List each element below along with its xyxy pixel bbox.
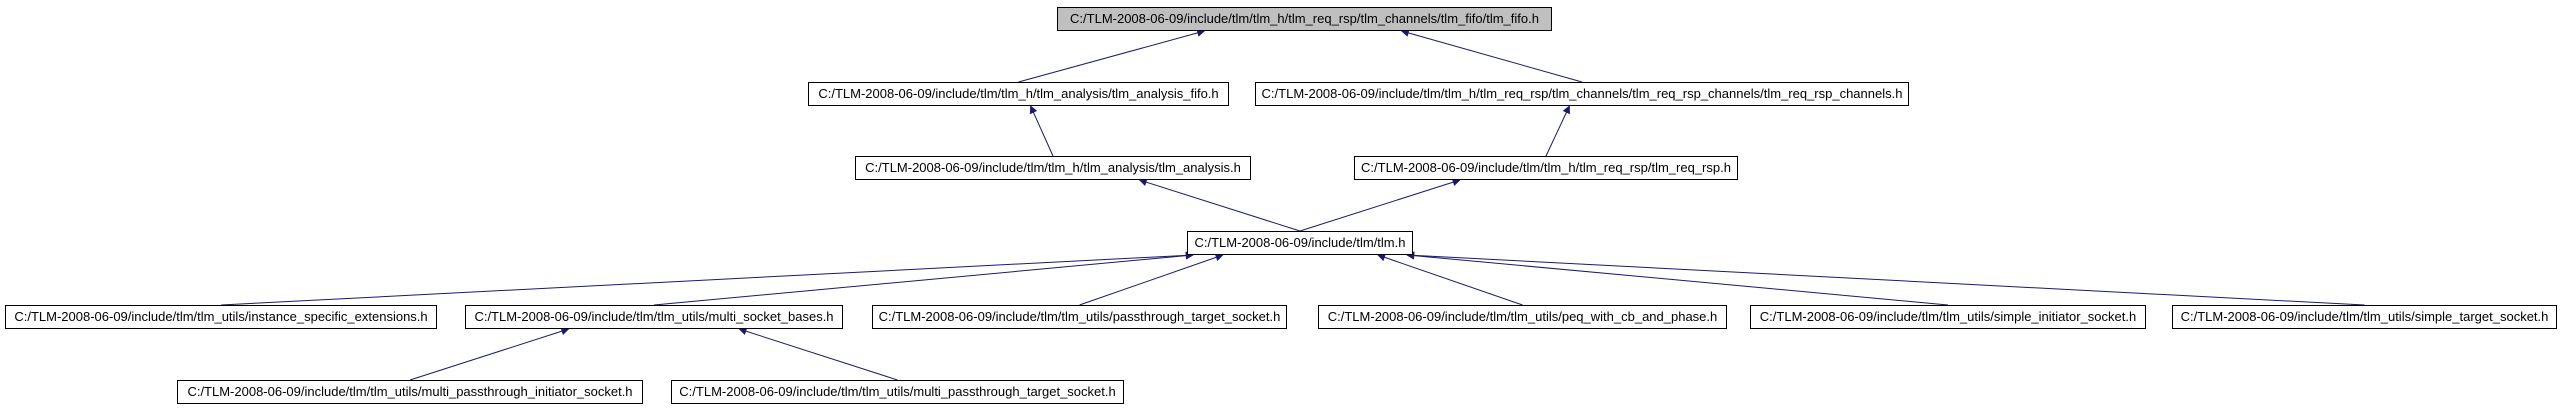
node-tlm-h[interactable]: C:/TLM-2008-06-09/include/tlm/tlm.h bbox=[1187, 231, 1413, 255]
edge-n9-to-n5 bbox=[1377, 253, 1523, 306]
edge-n10-to-n5 bbox=[1406, 251, 1949, 306]
edge-n11-to-n5 bbox=[1406, 251, 2365, 306]
edge-n7-to-n5 bbox=[653, 251, 1194, 306]
node-tlm-fifo-h[interactable]: C:/TLM-2008-06-09/include/tlm/tlm_h/tlm_… bbox=[1057, 7, 1552, 31]
edge-n6-to-n5 bbox=[220, 251, 1194, 306]
node-multi-passthrough-target-socket-h[interactable]: C:/TLM-2008-06-09/include/tlm/tlm_utils/… bbox=[671, 380, 1124, 404]
edge-n5-to-n4 bbox=[1299, 178, 1461, 232]
node-simple-target-socket-h[interactable]: C:/TLM-2008-06-09/include/tlm/tlm_utils/… bbox=[2172, 305, 2557, 329]
node-peq-with-cb-and-phase-h[interactable]: C:/TLM-2008-06-09/include/tlm/tlm_utils/… bbox=[1318, 305, 1727, 329]
edge-n5-to-n3 bbox=[1138, 178, 1301, 232]
edge-n2-to-n0 bbox=[1400, 29, 1583, 83]
node-instance-specific-extensions-h[interactable]: C:/TLM-2008-06-09/include/tlm/tlm_utils/… bbox=[5, 305, 437, 329]
node-multi-passthrough-initiator-socket-h[interactable]: C:/TLM-2008-06-09/include/tlm/tlm_utils/… bbox=[177, 380, 643, 404]
edge-n8-to-n5 bbox=[1079, 253, 1224, 306]
edge-n4-to-n2 bbox=[1545, 105, 1570, 157]
edge-n13-to-n7 bbox=[738, 327, 898, 381]
node-passthrough-target-socket-h[interactable]: C:/TLM-2008-06-09/include/tlm/tlm_utils/… bbox=[872, 305, 1287, 329]
node-multi-socket-bases-h[interactable]: C:/TLM-2008-06-09/include/tlm/tlm_utils/… bbox=[465, 305, 843, 329]
node-tlm-analysis-fifo-h[interactable]: C:/TLM-2008-06-09/include/tlm/tlm_h/tlm_… bbox=[808, 82, 1229, 106]
node-tlm-analysis-h[interactable]: C:/TLM-2008-06-09/include/tlm/tlm_h/tlm_… bbox=[855, 156, 1251, 180]
edge-n3-to-n1 bbox=[1029, 105, 1054, 157]
node-tlm-req-rsp-channels-h[interactable]: C:/TLM-2008-06-09/include/tlm/tlm_h/tlm_… bbox=[1255, 82, 1909, 106]
node-simple-initiator-socket-h[interactable]: C:/TLM-2008-06-09/include/tlm/tlm_utils/… bbox=[1750, 305, 2146, 329]
edge-n12-to-n7 bbox=[409, 327, 570, 381]
edge-n1-to-n0 bbox=[1018, 29, 1206, 83]
node-tlm-req-rsp-h[interactable]: C:/TLM-2008-06-09/include/tlm/tlm_h/tlm_… bbox=[1354, 156, 1738, 180]
